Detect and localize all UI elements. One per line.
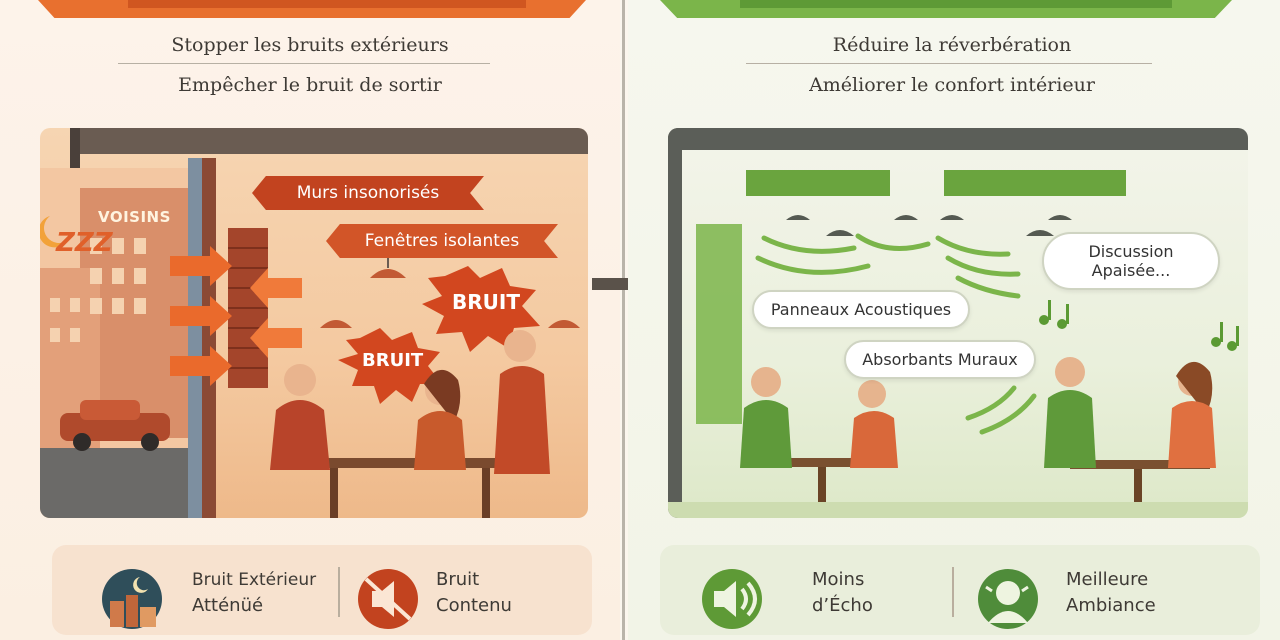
footer-ambiance-line1: Meilleure — [1066, 569, 1149, 590]
bubble-discussion-line1: Discussion — [1088, 242, 1174, 261]
neighbors-label: VOISINS — [98, 208, 171, 226]
footer-exterior-line1: Bruit Extérieur — [192, 570, 317, 590]
left-top-banner — [38, 0, 586, 18]
left-footer-separator — [338, 567, 340, 617]
bubble-discussion: Discussion Apaisée... — [1042, 232, 1220, 290]
footer-contained-line1: Bruit — [436, 569, 480, 590]
night-city-icon — [96, 567, 168, 631]
left-title-rule — [118, 63, 490, 64]
bruit-label-small: BRUIT — [362, 350, 424, 371]
ceiling-panel-1 — [746, 170, 890, 196]
footer-ambiance-line2: Ambiance — [1066, 595, 1156, 616]
people-group-left — [270, 330, 550, 474]
right-title-rule — [746, 63, 1152, 64]
bubble-panneaux-acoustiques: Panneaux Acoustiques — [752, 290, 970, 329]
tag-fenetres-isolantes: Fenêtres isolantes — [326, 224, 558, 258]
ceiling-panel-2 — [944, 170, 1126, 196]
left-title: Stopper les bruits extérieurs — [171, 34, 449, 56]
soundproofing-scene: Murs insonorisés Fenêtres isolantes VOIS… — [40, 128, 588, 518]
acoustic-scene: Panneaux Acoustiques Absorbants Muraux D… — [668, 128, 1248, 518]
footer-item-contained: Bruit Contenu — [436, 567, 512, 619]
right-footer: Moins d’Écho Meilleure Ambiance — [660, 545, 1260, 635]
acoustic-illustration — [668, 128, 1248, 518]
tag-murs-insonorises: Murs insonorisés — [252, 176, 484, 210]
right-subtitle: Améliorer le confort intérieur — [809, 74, 1095, 96]
footer-contained-line2: Contenu — [436, 595, 512, 616]
right-footer-separator — [952, 567, 954, 617]
right-top-banner — [660, 0, 1232, 18]
footer-item-ambiance: Meilleure Ambiance — [1066, 567, 1156, 619]
speaker-low-icon — [696, 567, 768, 631]
mute-speaker-icon — [352, 567, 424, 631]
right-title: Réduire la réverbération — [832, 34, 1072, 56]
people-group-right — [740, 357, 1216, 468]
bubble-absorbants-muraux: Absorbants Muraux — [844, 340, 1036, 379]
bubble-discussion-line2: Apaisée... — [1091, 261, 1171, 280]
bruit-burst-large — [422, 266, 540, 352]
footer-exterior-line2: Atténüé — [192, 595, 264, 616]
happy-ambiance-icon — [972, 567, 1044, 631]
left-subtitle: Empêcher le bruit de sortir — [178, 74, 442, 96]
footer-echo-line1: Moins — [812, 569, 865, 590]
right-panel: Réduire la réverbération Améliorer le co… — [628, 0, 1280, 640]
panel-divider — [622, 0, 625, 640]
footer-item-exterior: Bruit Extérieur Atténüé — [192, 567, 316, 619]
soundproofing-illustration — [40, 128, 588, 518]
bruit-label-large: BRUIT — [452, 290, 520, 314]
bruit-burst-small — [338, 328, 442, 404]
sleep-zzz: ZZZ — [56, 228, 113, 258]
footer-echo-line2: d’Écho — [812, 595, 873, 616]
footer-item-echo: Moins d’Écho — [812, 567, 873, 619]
left-footer: Bruit Extérieur Atténüé Bruit Contenu — [52, 545, 592, 635]
left-panel: Stopper les bruits extérieurs Empêcher l… — [0, 0, 620, 640]
